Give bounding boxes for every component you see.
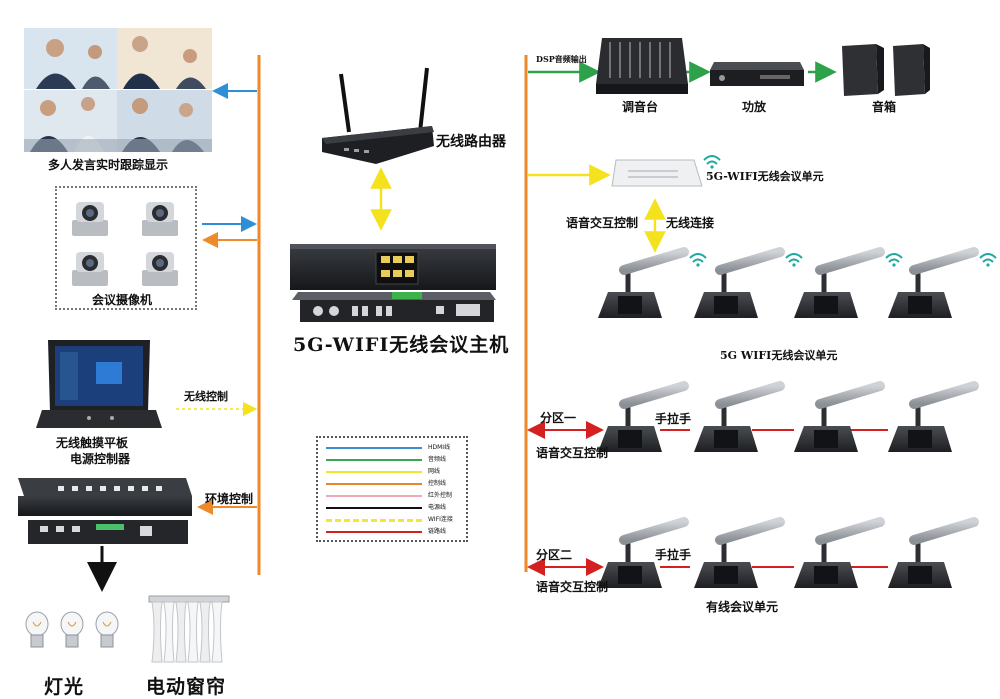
legend-swatch <box>326 447 422 449</box>
wifi-units-label: 5G WIFI无线会议单元 <box>720 349 838 362</box>
ptz-cameras <box>72 202 178 286</box>
router-label: 无线路由器 <box>436 134 506 150</box>
wired-units-label: 有线会议单元 <box>706 600 779 614</box>
touch-panel-device <box>36 340 162 428</box>
wireless-unit-row <box>598 247 997 318</box>
wireless-control-label: 无线控制 <box>184 390 228 403</box>
legend-text: HDMI线 <box>428 444 451 451</box>
touch-panel-label-line1: 无线触摸平板 <box>56 436 129 450</box>
hand-in-hand-zone2-label: 手拉手 <box>655 548 692 562</box>
host-label: 5G-WIFI无线会议主机 <box>293 334 510 356</box>
camera-label: 会议摄像机 <box>92 293 153 307</box>
tracking-display-photos <box>24 28 212 152</box>
router-device <box>322 67 434 164</box>
mixer-device <box>596 38 688 94</box>
amplifier-device <box>710 62 804 86</box>
voice-control-zone1-label: 语音交互控制 <box>536 446 609 460</box>
legend-item: 电源线 <box>326 502 462 513</box>
legend-item: 网线 <box>326 466 462 477</box>
mixer-label: 调音台 <box>622 100 659 114</box>
wifi-unit-top-label: 5G-WIFI无线会议单元 <box>706 170 824 183</box>
power-controller-device <box>18 478 192 544</box>
speaker-label: 音箱 <box>872 100 897 114</box>
legend-text: 红外控制 <box>428 492 453 499</box>
legend-swatch <box>326 507 422 509</box>
tracking-display-label: 多人发言实时跟踪显示 <box>48 158 169 172</box>
legend-item: 红外控制 <box>326 490 462 501</box>
curtain-label: 电动窗帘 <box>146 676 227 698</box>
legend-swatch <box>326 471 422 473</box>
legend-text: 音频线 <box>428 456 447 463</box>
legend-text: 电源线 <box>428 504 447 511</box>
legend-item: 音频线 <box>326 454 462 465</box>
voice-control-zone2-label: 语音交互控制 <box>536 580 609 594</box>
legend-item: HDMI线 <box>326 442 462 453</box>
legend-text: WIFI连接 <box>428 516 453 523</box>
legend-swatch <box>326 495 422 497</box>
zone1-label: 分区一 <box>540 411 577 425</box>
legend-text: 控制线 <box>428 480 447 487</box>
amplifier-label: 功放 <box>742 100 767 114</box>
host-device <box>290 244 496 322</box>
wired-units-zone1 <box>598 381 979 452</box>
wireless-link-label: 无线连接 <box>666 216 715 230</box>
legend-swatch <box>326 519 422 522</box>
env-control-label: 环境控制 <box>205 492 254 506</box>
hand-in-hand-zone1-label: 手拉手 <box>655 412 692 426</box>
legend-swatch <box>326 459 422 461</box>
legend-text: 网线 <box>428 468 441 475</box>
legend-item: 控制线 <box>326 478 462 489</box>
speaker-devices <box>842 44 930 96</box>
wired-units-zone2 <box>598 517 979 588</box>
legend-item: 链路线 <box>326 526 462 537</box>
camera-group-frame <box>55 186 197 310</box>
legend-swatch <box>326 531 422 533</box>
legend: HDMI线 音频线 网线 控制线 红外控制 电源线 WIFI连接 链路线 <box>316 436 468 542</box>
legend-item: WIFI连接 <box>326 514 462 525</box>
zone2-label: 分区二 <box>536 548 573 562</box>
voice-control-label: 语音交互控制 <box>566 216 639 230</box>
wifi-ap-device <box>611 155 721 187</box>
legend-swatch <box>326 483 422 485</box>
curtain-device <box>148 595 230 663</box>
touch-panel-label-line2: 电源控制器 <box>70 452 131 466</box>
legend-text: 链路线 <box>428 528 447 535</box>
light-label: 灯光 <box>44 676 85 698</box>
dsp-out-label: DSP音频输出 <box>536 54 587 64</box>
light-bulbs <box>25 611 119 648</box>
